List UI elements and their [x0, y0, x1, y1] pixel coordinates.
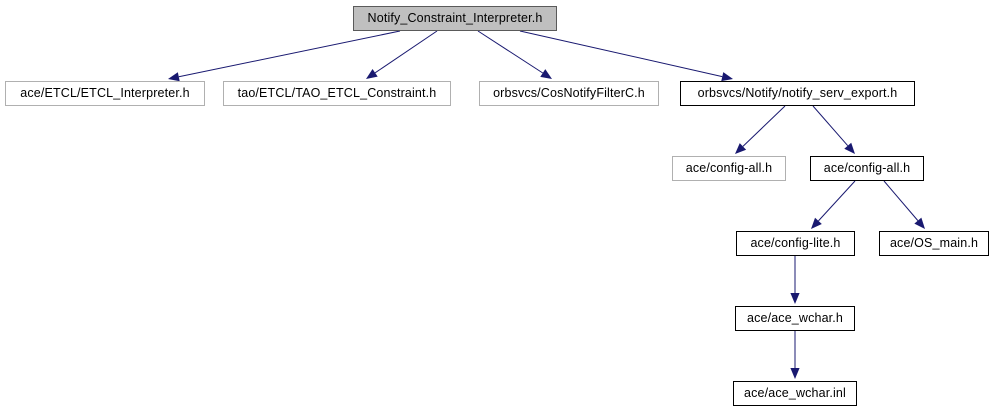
arrowhead-config_all_strong-to-config_lite	[811, 217, 822, 229]
arrowhead-ace_wchar_h-to-ace_wchar_inl	[790, 368, 800, 379]
node-label-ace_wchar_inl: ace/ace_wchar.inl	[744, 386, 846, 401]
node-label-root: Notify_Constraint_Interpreter.h	[367, 11, 543, 26]
node-label-ace_wchar_h: ace/ace_wchar.h	[746, 311, 844, 326]
arrowhead-root-to-tao_etcl_constraint	[366, 69, 378, 79]
node-os_main[interactable]: ace/OS_main.h	[879, 231, 989, 256]
edge-root-to-cos_notify_filter_c	[477, 30, 544, 74]
node-label-config_lite: ace/config-lite.h	[750, 236, 841, 251]
node-config_lite[interactable]: ace/config-lite.h	[736, 231, 855, 256]
edge-root-to-notify_serv_export	[519, 30, 723, 78]
arrowhead-config_lite-to-ace_wchar_h	[790, 293, 800, 304]
edge-notify_serv_export-to-config_all_strong	[812, 105, 849, 147]
edge-config_all_strong-to-os_main	[883, 180, 919, 221]
node-config_all_light[interactable]: ace/config-all.h	[672, 156, 786, 181]
node-label-notify_serv_export: orbsvcs/Notify/notify_serv_export.h	[697, 86, 898, 101]
edge-notify_serv_export-to-config_all_light	[742, 105, 786, 147]
node-label-os_main: ace/OS_main.h	[889, 236, 979, 251]
edge-root-to-tao_etcl_constraint	[374, 30, 438, 74]
node-config_all_strong[interactable]: ace/config-all.h	[810, 156, 924, 181]
node-label-etcl_interpreter: ace/ETCL/ETCL_Interpreter.h	[20, 86, 190, 101]
arrowhead-notify_serv_export-to-config_all_light	[735, 143, 747, 154]
node-cos_notify_filter_c[interactable]: orbsvcs/CosNotifyFilterC.h	[479, 81, 659, 106]
node-label-config_all_light: ace/config-all.h	[685, 161, 773, 176]
node-root[interactable]: Notify_Constraint_Interpreter.h	[353, 6, 557, 31]
node-label-config_all_strong: ace/config-all.h	[823, 161, 911, 176]
edge-config_all_strong-to-config_lite	[818, 180, 856, 222]
node-ace_wchar_h[interactable]: ace/ace_wchar.h	[735, 306, 855, 331]
node-etcl_interpreter[interactable]: ace/ETCL/ETCL_Interpreter.h	[5, 81, 205, 106]
arrowhead-notify_serv_export-to-config_all_strong	[844, 142, 855, 154]
arrowhead-root-to-etcl_interpreter	[168, 72, 180, 82]
node-notify_serv_export[interactable]: orbsvcs/Notify/notify_serv_export.h	[680, 81, 915, 106]
edge-root-to-etcl_interpreter	[178, 30, 401, 78]
node-tao_etcl_constraint[interactable]: tao/ETCL/TAO_ETCL_Constraint.h	[223, 81, 451, 106]
node-label-tao_etcl_constraint: tao/ETCL/TAO_ETCL_Constraint.h	[237, 86, 437, 101]
node-ace_wchar_inl[interactable]: ace/ace_wchar.inl	[733, 381, 857, 406]
arrowhead-config_all_strong-to-os_main	[914, 217, 925, 229]
arrowhead-root-to-notify_serv_export	[721, 72, 733, 82]
arrowhead-root-to-cos_notify_filter_c	[540, 69, 552, 79]
node-label-cos_notify_filter_c: orbsvcs/CosNotifyFilterC.h	[493, 86, 645, 101]
